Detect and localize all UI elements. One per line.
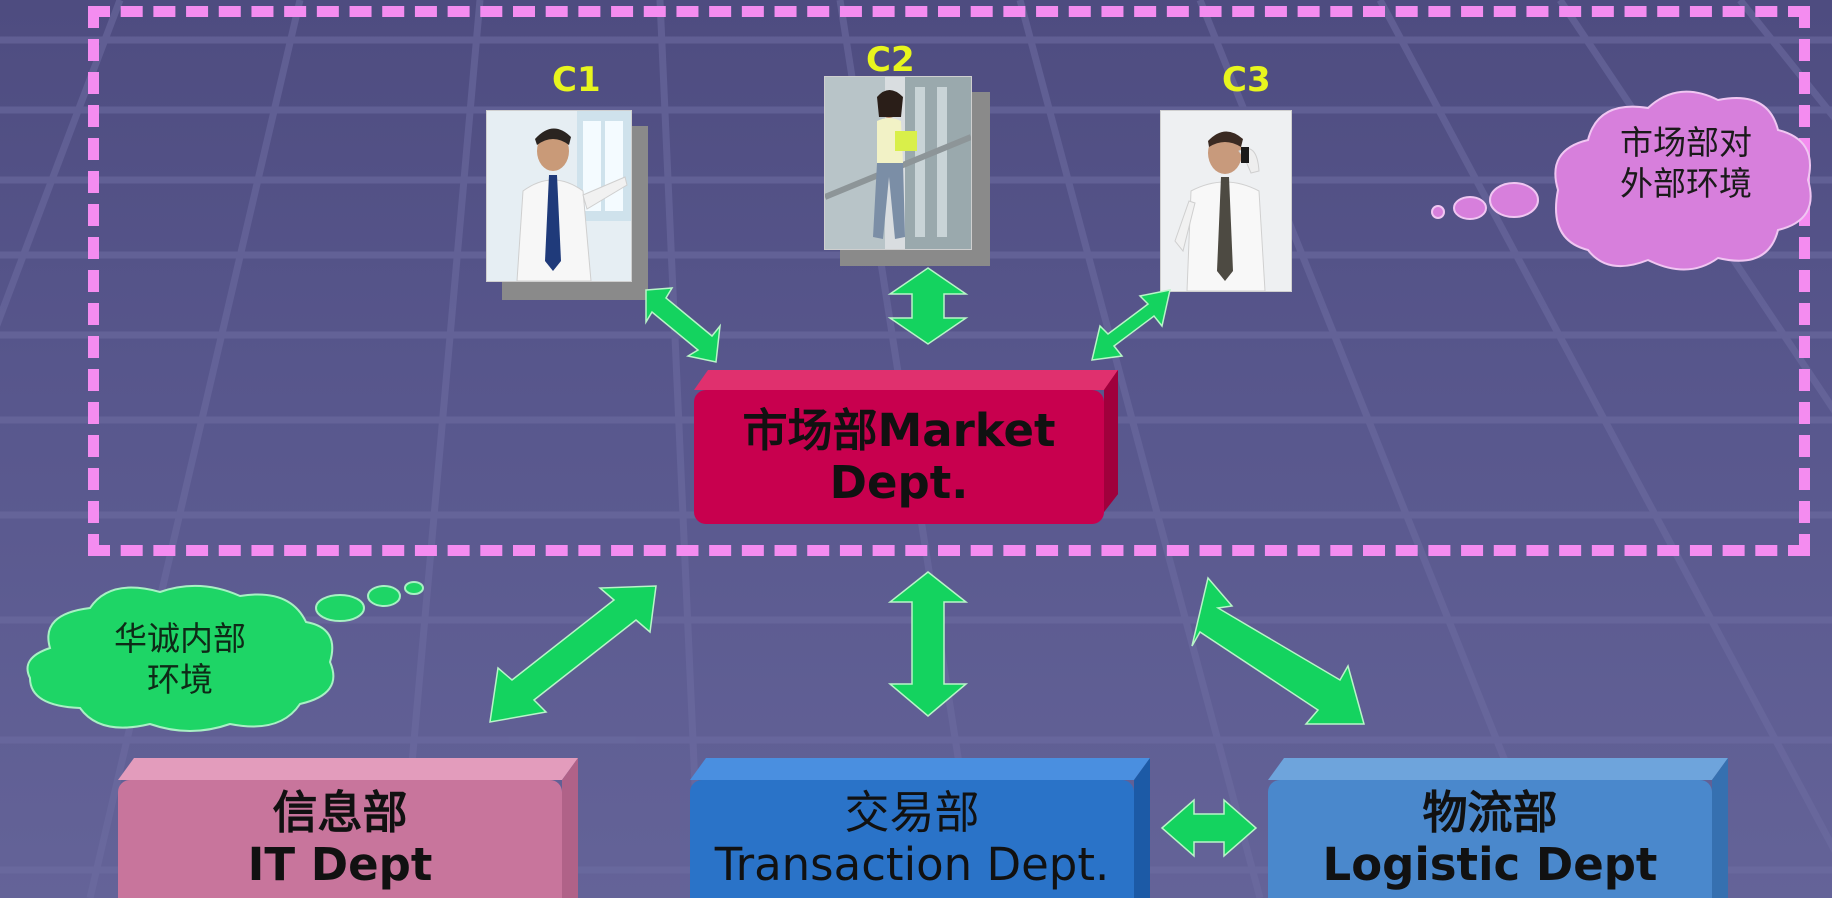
woman-on-stairs-photo bbox=[825, 77, 971, 249]
arrow-c3-market bbox=[1091, 289, 1171, 361]
internal-cloud-line1: 华诚内部 bbox=[114, 619, 246, 658]
market-dept-block: 市场部Market Dept. bbox=[694, 370, 1118, 524]
it-dept-label-zh: 信息部 bbox=[272, 786, 408, 840]
external-cloud-line2: 外部环境 bbox=[1620, 164, 1752, 204]
transaction-dept-block: 交易部 Transaction Dept. bbox=[690, 758, 1150, 898]
external-environment-cloud: 市场部对 外部环境 bbox=[1428, 80, 1818, 280]
arrow-c1-market bbox=[645, 287, 722, 363]
external-cloud-line1: 市场部对 bbox=[1620, 123, 1752, 162]
client-photo-c2 bbox=[824, 76, 990, 266]
market-dept-label-line2: Dept. bbox=[829, 456, 969, 509]
logistic-dept-block: 物流部 Logistic Dept bbox=[1268, 758, 1728, 898]
market-dept-label-line1: 市场部Market bbox=[742, 404, 1056, 458]
man-white-shirt-tie-photo bbox=[487, 111, 631, 281]
arrow-c2-market bbox=[887, 267, 969, 345]
client-photo-c1 bbox=[486, 110, 648, 300]
internal-environment-cloud: 华诚内部 环境 bbox=[10, 578, 430, 738]
transaction-dept-label-zh: 交易部 bbox=[844, 786, 980, 840]
it-dept-label-en: IT Dept bbox=[247, 838, 433, 891]
client-label-c3: C3 bbox=[1222, 60, 1271, 100]
transaction-dept-label-en: Transaction Dept. bbox=[714, 838, 1110, 891]
client-label-c1: C1 bbox=[552, 60, 601, 100]
client-label-c2: C2 bbox=[866, 40, 915, 80]
logistic-dept-label-zh: 物流部 bbox=[1422, 786, 1558, 840]
arrow-market-transaction bbox=[887, 571, 969, 717]
man-on-phone-photo bbox=[1161, 111, 1291, 291]
arrow-transaction-logistic bbox=[1160, 798, 1258, 858]
external-environment-boundary bbox=[88, 6, 1810, 556]
internal-cloud-line2: 环境 bbox=[147, 660, 213, 700]
logistic-dept-label-en: Logistic Dept bbox=[1322, 838, 1658, 891]
arrow-market-it bbox=[489, 585, 657, 723]
arrow-market-logistic bbox=[1191, 576, 1365, 725]
it-dept-block: 信息部 IT Dept bbox=[118, 758, 578, 898]
client-photo-c3 bbox=[1160, 110, 1292, 292]
